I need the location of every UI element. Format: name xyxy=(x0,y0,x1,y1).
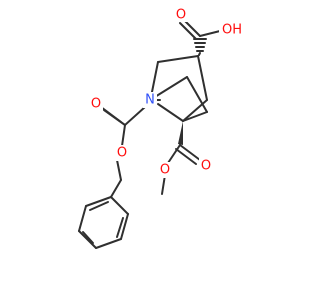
hashed-wedge-acid xyxy=(193,38,207,56)
atom-labels: O OH N O O O O xyxy=(89,7,243,178)
oxygen-cbz-ether-label: O xyxy=(117,146,127,161)
oxygen-ester-ether-label: O xyxy=(160,163,170,178)
methyl-ester-group xyxy=(161,144,201,195)
hydroxyl-acid-label: OH xyxy=(222,23,242,38)
molecule-structure: O OH N O O O O xyxy=(78,7,243,249)
benzene-ring xyxy=(78,196,129,249)
oxygen-cbz-carbonyl-label: O xyxy=(91,97,101,112)
cbz-carbamate xyxy=(100,106,146,198)
ring-bonds xyxy=(151,55,208,122)
oxygen-ester-carbonyl-label: O xyxy=(201,159,211,174)
bold-wedge-ester xyxy=(178,121,183,145)
carboxylic-acid-group xyxy=(179,19,221,40)
oxygen-carbonyl-acid-label: O xyxy=(176,8,186,23)
nitrogen-ring-label: N xyxy=(145,93,155,108)
